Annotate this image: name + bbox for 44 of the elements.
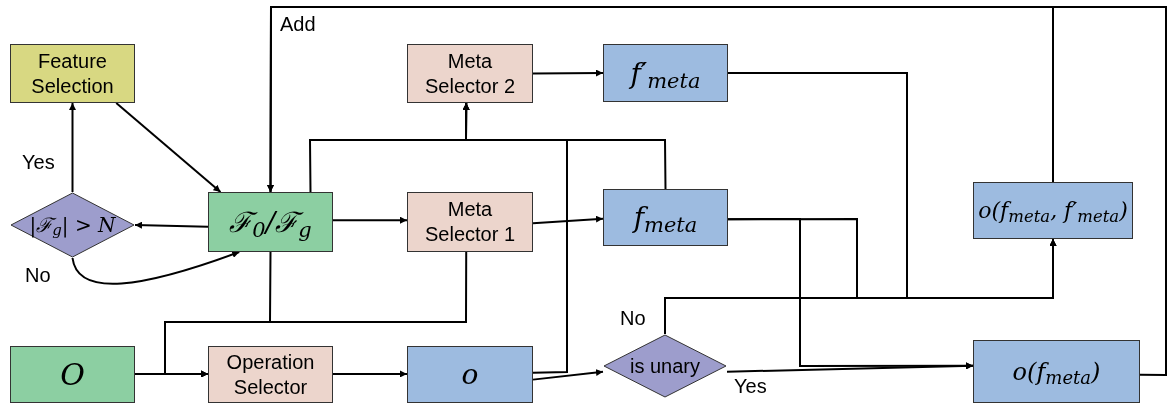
- edge-label: Add: [280, 14, 316, 34]
- node-text: O: [59, 355, 86, 394]
- arrow: [462, 102, 568, 374]
- process-box: [973, 182, 1133, 239]
- node-text: o(f$_{meta}$, f′$_{meta}$): [977, 196, 1129, 225]
- node-text: Feature Selection: [30, 48, 115, 99]
- node-text: Operation Selector: [225, 349, 316, 400]
- process-box: [603, 189, 728, 246]
- edge-label: No: [620, 308, 646, 328]
- process-box: [10, 346, 135, 403]
- arrow: [134, 221, 209, 229]
- node-text: ℱ$_{0}$/ℱ$_{g}$: [228, 204, 313, 240]
- node-text: o: [460, 357, 480, 392]
- node-text: |ℱ$_{g}$| > N: [28, 212, 117, 238]
- arrow: [532, 369, 604, 381]
- node-text: Meta Selector 1: [423, 197, 517, 247]
- node-text: is unary: [629, 353, 701, 379]
- edge-label: Yes: [734, 376, 767, 396]
- node-text: Meta Selector 2: [423, 48, 517, 99]
- process-box: [603, 44, 728, 102]
- process-box: [407, 346, 533, 403]
- process-box: [407, 192, 533, 252]
- process-box: [208, 346, 333, 403]
- process-box: [208, 192, 333, 252]
- node-text: f$_{meta}$: [631, 200, 699, 235]
- node-text: f′$_{meta}$: [627, 55, 702, 91]
- process-box: [407, 44, 533, 103]
- arrow: [71, 251, 241, 285]
- arrow: [532, 69, 604, 77]
- arrow: [532, 215, 604, 225]
- decision-diamond: [10, 192, 135, 258]
- edge-label: No: [25, 265, 51, 285]
- arrow: [134, 370, 209, 378]
- node-text: o(f$_{meta}$): [1011, 356, 1102, 387]
- arrow: [664, 238, 1057, 335]
- arrow: [332, 370, 408, 378]
- process-box: [973, 340, 1140, 403]
- arrow: [332, 216, 408, 224]
- edge-label: Yes: [22, 152, 55, 172]
- decision-diamond: [603, 334, 727, 398]
- arrow: [69, 102, 76, 193]
- arrow: [115, 102, 222, 193]
- arrow: [267, 6, 1167, 376]
- process-box: [10, 44, 135, 103]
